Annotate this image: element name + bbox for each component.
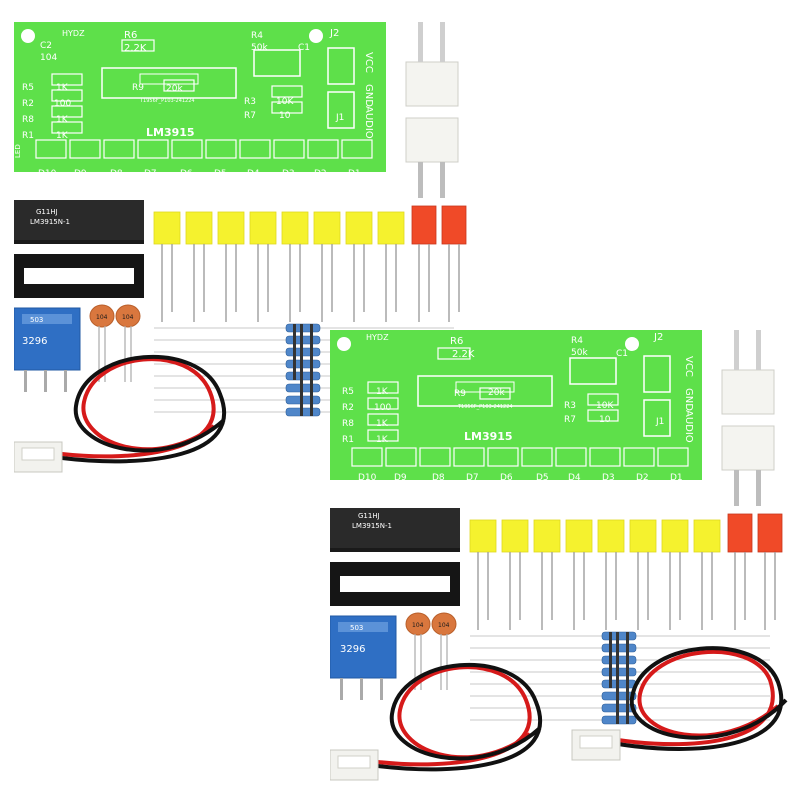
kit-back-labels: C2 104 HYDZ R6 2.2K R4 50k C1 J2 VCC GND… [14,28,374,347]
front-cap-marking-1: 104 [412,622,424,629]
front-res-value-3: 1K [376,435,389,445]
pot-top-marking: 503 [30,316,43,324]
led-label-d8: D8 [110,169,123,179]
front-res-label-2: R8 [342,419,354,429]
front-led-label-d1: D1 [670,473,683,483]
led-label-d4: D4 [247,169,260,179]
led-label-d1: D1 [348,169,361,179]
front-led-label-d6: D6 [500,473,513,483]
front-label-r3: R3 [564,401,576,411]
front-res-label-1: R2 [342,403,354,413]
res-label-2: R8 [22,115,34,125]
value-r7: 10 [279,111,291,121]
front-label-c1: C1 [616,349,628,359]
front-chip-label: LM3915 [464,430,513,443]
led-label-d9: D9 [74,169,87,179]
front-value-r6: 2.2K [452,349,475,360]
led-label-d3: D3 [282,169,295,179]
front-led-label-d5: D5 [536,473,549,483]
front-res-value-2: 1K [376,419,389,429]
res-label-1: R2 [22,99,34,109]
led-label-d6: D6 [180,169,193,179]
ic-marking-1: G11HJ [36,208,58,216]
value-r3: 10K [276,97,294,107]
front-pot-top-marking: 503 [350,624,363,632]
front-res-label-0: R5 [342,387,354,397]
front-led-label-d2: D2 [636,473,649,483]
front-label-j1: J1 [655,417,664,427]
cap-marking-1: 104 [96,314,108,321]
front-led-label-d7: D7 [466,473,479,483]
front-led-label-d8: D8 [432,473,445,483]
res-value-3: 1K [56,131,69,141]
value-r4: 50k [251,43,268,53]
kit-front-labels: HYDZ R6 2.2K R4 50k C1 J2 VCC GND AUDIO … [340,332,694,655]
label-r7: R7 [244,111,256,121]
front-res-value-0: 1K [376,387,389,397]
front-ic-marking-1: G11HJ [358,512,380,520]
label-c1: C1 [298,43,310,53]
front-res-value-1: 100 [374,403,391,413]
label-j1: J1 [335,113,344,123]
label-r6: R6 [124,30,137,41]
value-r6: 2.2K [124,43,147,54]
value-r9: 20k [166,84,183,94]
front-label-hydz: HYDZ [366,333,389,342]
front-value-r7: 10 [599,415,611,425]
res-label-3: R1 [22,131,34,141]
front-label-audio: AUDIO [683,410,694,443]
extra-wire-harness [571,646,788,761]
res-value-0: 1K [56,83,69,93]
led-label-d2: D2 [314,169,327,179]
led-label-d5: D5 [214,169,227,179]
label-104: 104 [40,53,57,63]
label-hydz: HYDZ [62,29,85,38]
board-code: T1956F_P103-241224 [139,98,195,104]
front-label-j2: J2 [653,332,663,343]
front-value-r3: 10K [596,401,614,411]
front-led-label-d3: D3 [602,473,615,483]
front-value-r4: 50k [571,348,588,358]
label-vcc: VCC [363,52,374,73]
front-led-label-d4: D4 [568,473,581,483]
label-r3: R3 [244,97,256,107]
front-res-label-3: R1 [342,435,354,445]
led-label-d10: D10 [38,169,57,179]
label-gnd: GND [363,84,374,107]
led-label-d7: D7 [144,169,157,179]
front-pot-marking: 3296 [340,644,365,655]
front-label-r7: R7 [564,415,576,425]
front-ic-marking-2: LM3915N-1 [352,522,392,530]
front-cap-marking-2: 104 [438,622,450,629]
front-label-r9: R9 [454,389,466,399]
kit-front [330,330,784,782]
front-value-r9: 20k [488,388,505,398]
ic-marking-2: LM3915N-1 [30,218,70,226]
res-value-2: 1K [56,115,69,125]
label-j2: J2 [329,28,339,39]
cap-marking-2: 104 [122,314,134,321]
front-label-r6: R6 [450,336,463,347]
front-label-gnd: GND [683,388,694,411]
front-led-label-d10: D10 [358,473,377,483]
label-audio: AUDIO [363,106,374,139]
label-c2: C2 [40,41,52,51]
chip-label: LM3915 [146,126,195,139]
front-label-r4: R4 [571,336,583,346]
label-led: LED [14,144,22,158]
front-label-vcc: VCC [683,356,694,377]
pot-marking: 3296 [22,336,47,347]
label-r9: R9 [132,83,144,93]
label-r4: R4 [251,31,263,41]
res-label-0: R5 [22,83,34,93]
front-board-code: T1956F_P103-241224 [457,404,513,410]
front-led-label-d9: D9 [394,473,407,483]
res-value-1: 100 [54,99,71,109]
